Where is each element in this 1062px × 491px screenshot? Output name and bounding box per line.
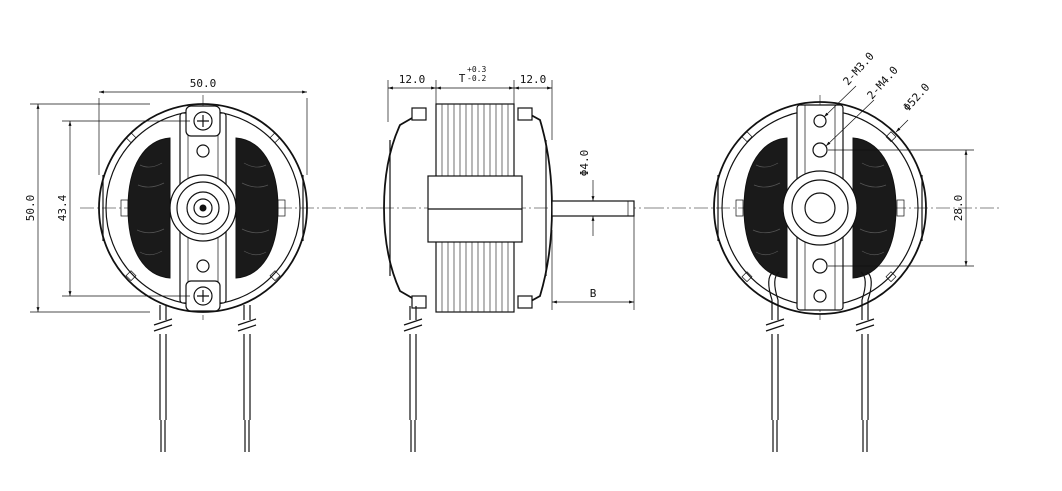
rear-outer-diameter-label: Φ52.0 — [901, 81, 933, 114]
front-view: 50.0 50.0 43.4 — [24, 77, 380, 452]
side-stack-dimension: T — [459, 72, 466, 85]
rear-hole-m3-label: 2-M3.0 — [841, 50, 877, 88]
front-inner-height-dimension: 43.4 — [56, 194, 69, 221]
side-stack-tolerance-lower: -0.2 — [467, 74, 486, 83]
front-height-dimension: 50.0 — [24, 195, 37, 222]
rear-hole-spacing-dimension: 28.0 — [952, 195, 965, 222]
side-right-dimension: 12.0 — [520, 73, 547, 86]
front-width-dimension: 50.0 — [190, 77, 217, 90]
side-view: 12.0 T +0.3 -0.2 12.0 Φ4.0 B — [380, 65, 650, 452]
rear-view: 2-M3.0 2-M4.0 Φ52.0 28.0 — [650, 50, 1000, 452]
shaft-length-dimension: B — [590, 287, 597, 300]
side-stack-tolerance-upper: +0.3 — [467, 65, 486, 74]
front-lead-wires — [153, 305, 257, 452]
side-left-dimension: 12.0 — [399, 73, 426, 86]
shaft-diameter-dimension: Φ4.0 — [578, 150, 591, 177]
rear-hole-m4-label: 2-M4.0 — [865, 64, 901, 102]
